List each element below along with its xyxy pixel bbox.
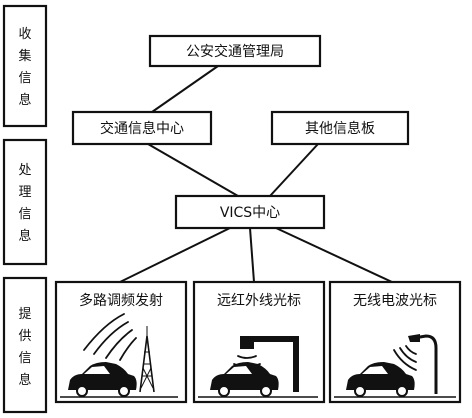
stage-collect-frame xyxy=(2,4,48,128)
car-icon xyxy=(334,362,456,398)
edge-police-traffic xyxy=(151,65,219,113)
stage-provide: 提 供 信 息 xyxy=(2,276,48,414)
edge-traffic-vics xyxy=(147,143,239,197)
edge-other-vics xyxy=(269,143,319,197)
node-other-boards: 其他信息板 xyxy=(270,110,410,146)
node-radio-beacon-label: 无线电波光标 xyxy=(353,293,437,309)
node-other-boards-label: 其他信息板 xyxy=(305,120,375,137)
stage-collect: 收 集 信 息 xyxy=(2,4,48,128)
stage-process-char: 信 xyxy=(18,207,31,222)
stage-provide-char: 信 xyxy=(18,351,31,366)
node-vics-center: VICS中心 xyxy=(174,194,326,230)
radio-beacon-icon xyxy=(393,334,438,394)
stage-collect-char: 收 xyxy=(18,27,31,42)
stage-process-char: 息 xyxy=(18,228,31,244)
node-fm-broadcast-label: 多路调频发射 xyxy=(79,292,163,309)
node-police-label: 公安交通管理局 xyxy=(186,43,284,60)
node-traffic-center-box xyxy=(71,110,213,146)
node-vics-center-box xyxy=(174,194,326,230)
stage-process-frame xyxy=(2,138,48,266)
node-other-boards-box xyxy=(270,110,410,146)
stage-collect-char: 信 xyxy=(18,71,31,86)
node-traffic-center: 交通信息中心 xyxy=(71,110,213,146)
car-icon xyxy=(198,362,318,398)
stage-provide-char: 息 xyxy=(18,372,31,388)
edge-vics-fm xyxy=(119,227,231,283)
edge-vics-infrared xyxy=(249,227,255,283)
stage-provide-frame xyxy=(2,276,48,414)
node-traffic-center-label: 交通信息中心 xyxy=(100,120,184,137)
stage-collect-char: 息 xyxy=(18,92,31,108)
node-fm-broadcast: 多路调频发射 xyxy=(54,280,188,404)
stage-process-char: 处 xyxy=(18,163,31,178)
connectors xyxy=(119,65,393,283)
stage-collect-char: 集 xyxy=(18,48,31,64)
node-vics-center-label: VICS中心 xyxy=(220,205,280,221)
stage-process: 处 理 信 息 xyxy=(2,138,48,266)
edge-vics-radio xyxy=(275,227,393,283)
radio-tower-icon xyxy=(83,313,155,393)
car-icon xyxy=(60,362,178,398)
stage-provide-char: 提 xyxy=(18,306,31,322)
node-police: 公安交通管理局 xyxy=(148,34,322,68)
node-radio-beacon: 无线电波光标 xyxy=(328,280,462,404)
node-infrared-beacon-label: 远红外线光标 xyxy=(217,293,301,309)
node-police-box xyxy=(148,34,322,68)
node-infrared-beacon: 远红外线光标 xyxy=(192,280,326,404)
stage-provide-char: 供 xyxy=(18,329,31,344)
stage-process-char: 理 xyxy=(18,185,31,200)
